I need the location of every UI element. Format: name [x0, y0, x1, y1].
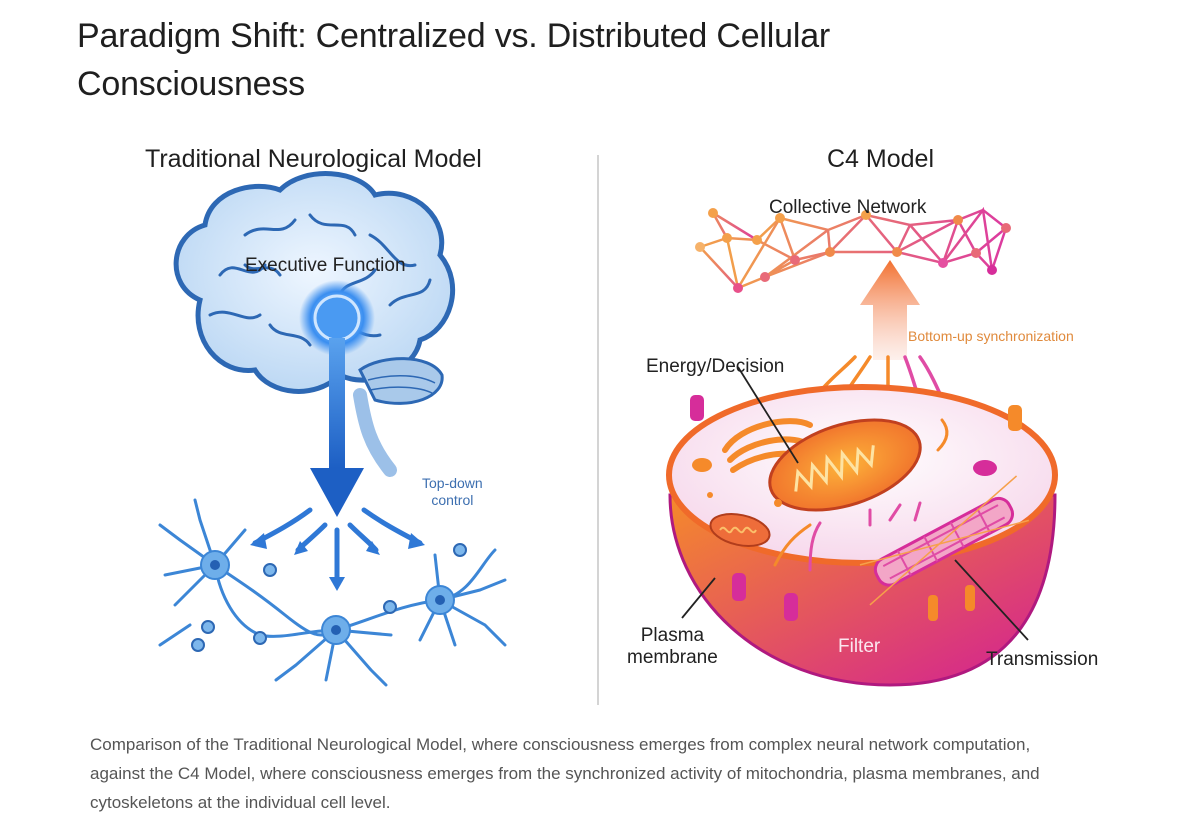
- energy-decision-label: Energy/Decision: [646, 356, 785, 377]
- neuron-bodies: [191, 543, 467, 652]
- top-down-control-label: Top-down control: [422, 475, 483, 509]
- collective-network-label: Collective Network: [769, 197, 927, 218]
- page-title: Paradigm Shift: Centralized vs. Distribu…: [77, 17, 831, 103]
- network-nodes: [695, 208, 1011, 293]
- plasma-line2: membrane: [627, 647, 718, 668]
- neuron-network: [158, 498, 507, 687]
- top-down-line1: Top-down: [422, 475, 483, 491]
- plasma-leader-line: [681, 577, 716, 619]
- left-panel-title: Traditional Neurological Model: [145, 145, 482, 173]
- top-down-arrow-shaft: [329, 338, 345, 468]
- figure-caption: Comparison of the Traditional Neurologic…: [90, 735, 1040, 812]
- transmission-label: Transmission: [986, 649, 1099, 670]
- mitochondrion: [768, 418, 922, 512]
- executive-function-label: Executive Function: [245, 255, 406, 276]
- right-panel-title: C4 Model: [827, 145, 934, 173]
- bottom-up-arrow: [860, 260, 920, 360]
- cytoskeleton: [859, 475, 1030, 606]
- figure-illustration: [158, 155, 1058, 705]
- bottom-up-synchronization-label: Bottom-up synchronization: [908, 328, 1074, 344]
- brain-illustration: [173, 171, 456, 477]
- cell-illustration: [666, 384, 1058, 687]
- top-down-arrow-head: [310, 468, 364, 517]
- plasma-line1: Plasma: [640, 625, 705, 646]
- top-down-line2: control: [431, 492, 474, 508]
- spread-arrows: [252, 507, 423, 583]
- comparison-figure: Traditional Neurological Model Executive…: [70, 125, 1130, 720]
- plasma-membrane-label: Plasma membrane: [627, 625, 718, 669]
- energy-leader-line: [737, 366, 799, 464]
- transmission-leader-line: [954, 559, 1029, 641]
- filter-label: Filter: [838, 636, 881, 657]
